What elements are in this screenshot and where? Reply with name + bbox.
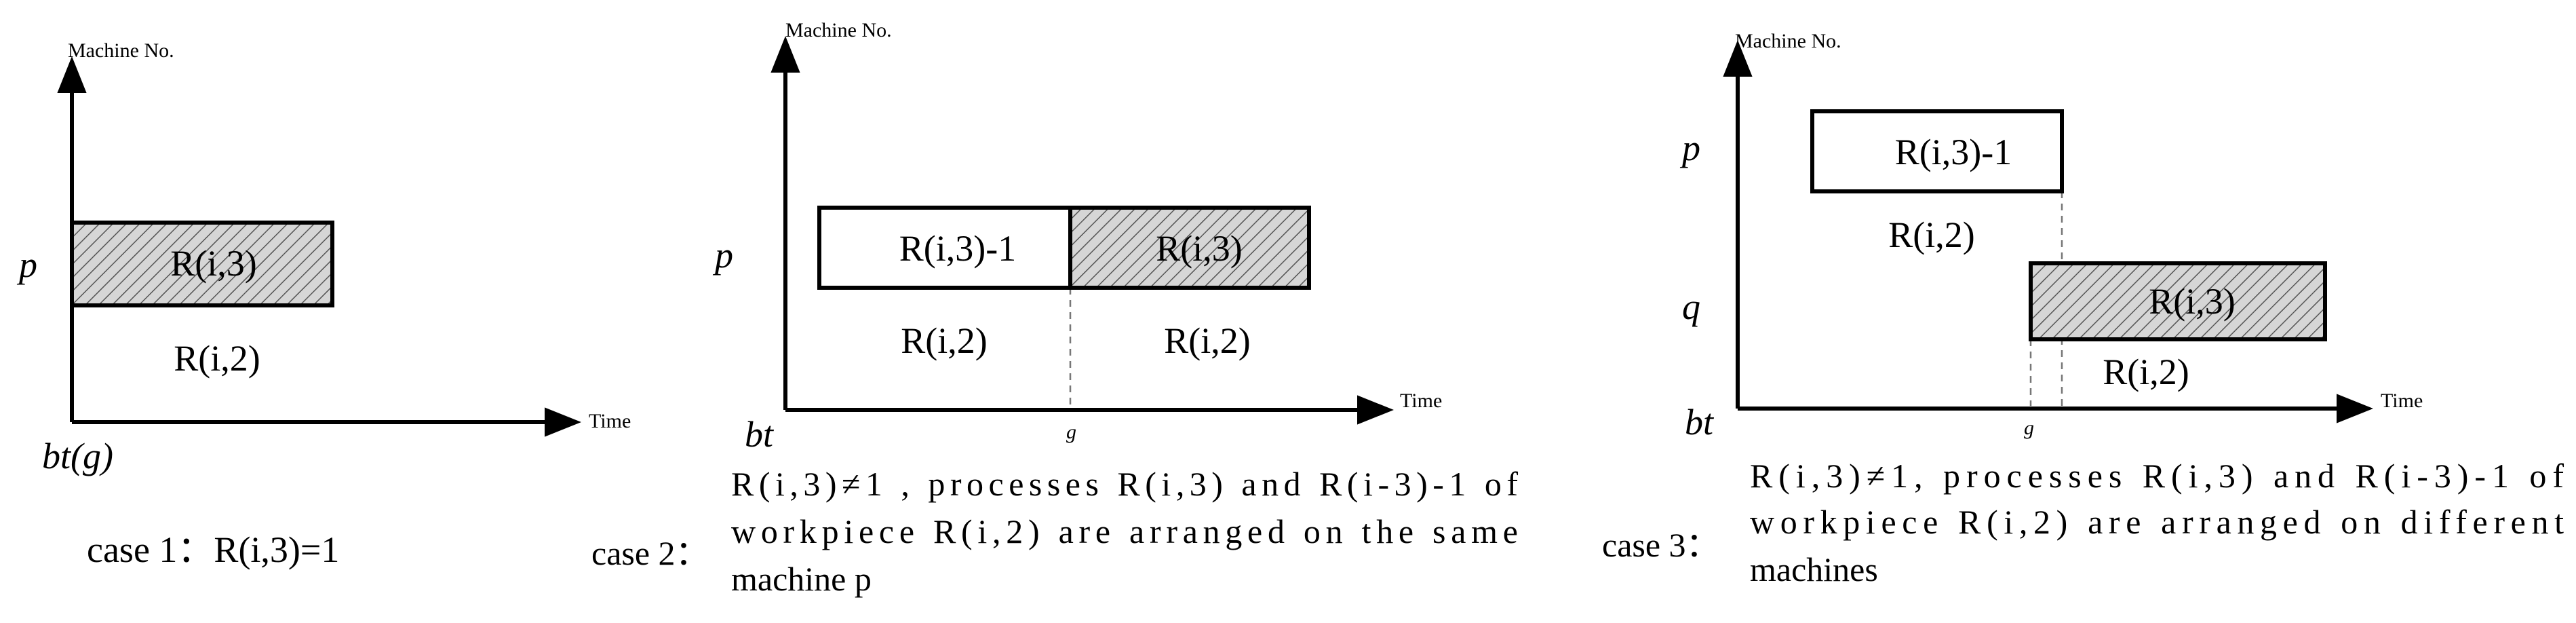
case3-panel: Machine No. Time p q bt g R(i,3)-1 R(i,2… <box>1602 30 2564 588</box>
case2-process-bar-2 <box>1068 206 1311 290</box>
case3-machine-q-label: q <box>1682 286 1700 327</box>
case1-y-axis-label: Machine No. <box>68 39 174 62</box>
case3-g-label: g <box>2024 417 2034 439</box>
case3-under2-label: R(i,2) <box>2103 352 2189 392</box>
case3-caption-prefix: case 3： <box>1602 526 1720 564</box>
case2-caption-line-2: workpiece R(i,2) are arranged on the sam… <box>731 512 1518 550</box>
case3-under1-label: R(i,2) <box>1888 214 1975 255</box>
case2-under2-label: R(i,2) <box>1164 320 1251 361</box>
case2-machine-label: p <box>712 235 733 276</box>
case1-machine-label: p <box>16 244 37 285</box>
case2-caption-line-3: machine p <box>731 560 872 598</box>
case3-bar2-label: R(i,3) <box>2149 281 2236 322</box>
case3-caption-line-3: machines <box>1750 550 1878 588</box>
case1-process-bar <box>70 221 334 307</box>
case3-bar1-label: R(i,3)-1 <box>1895 132 2012 172</box>
case3-origin-label: bt <box>1685 402 1715 442</box>
case2-panel: Machine No. Time p bt g R(i,3)-1 R(i,3) … <box>591 19 1518 598</box>
case1-caption-formula: R(i,3)=1 <box>214 529 339 570</box>
case2-bar1-label: R(i,3)-1 <box>899 228 1016 269</box>
case2-bar2-label: R(i,3) <box>1156 228 1243 269</box>
case1-panel: Machine No. Time p bt(g) R(i,3) R(i,2) c… <box>16 39 631 570</box>
case3-process-bar-1 <box>1810 109 2064 193</box>
case1-origin-label: bt(g) <box>42 436 113 476</box>
case3-machine-p-label: p <box>1679 128 1700 168</box>
case3-caption-line-2: workpiece R(i,2) are arranged on differe… <box>1750 503 2564 541</box>
case3-caption-line-1: R(i,3)≠1, processes R(i,3) and R(i-3)-1 … <box>1750 457 2564 495</box>
case1-bar-label: R(i,3) <box>170 243 257 284</box>
case1-under-label: R(i,2) <box>174 338 260 379</box>
case1-caption-prefix: case 1： <box>87 529 214 570</box>
case2-origin-label: bt <box>745 414 775 455</box>
case2-caption-line-1: R(i,3)≠1 , processes R(i,3) and R(i-3)-1… <box>731 465 1518 503</box>
case2-x-axis-label: Time <box>1400 390 1442 412</box>
case3-x-axis-label: Time <box>2381 390 2423 412</box>
case2-g-label: g <box>1066 421 1076 443</box>
case1-x-axis-label: Time <box>589 410 631 432</box>
case3-y-axis-label: Machine No. <box>1735 30 1841 52</box>
case2-y-axis-label: Machine No. <box>785 19 892 41</box>
case3-process-bar-2 <box>2029 261 2327 341</box>
case2-under1-label: R(i,2) <box>901 320 988 361</box>
case1-caption: case 1：R(i,3)=1 <box>87 529 339 570</box>
case2-caption-prefix: case 2： <box>591 534 709 572</box>
